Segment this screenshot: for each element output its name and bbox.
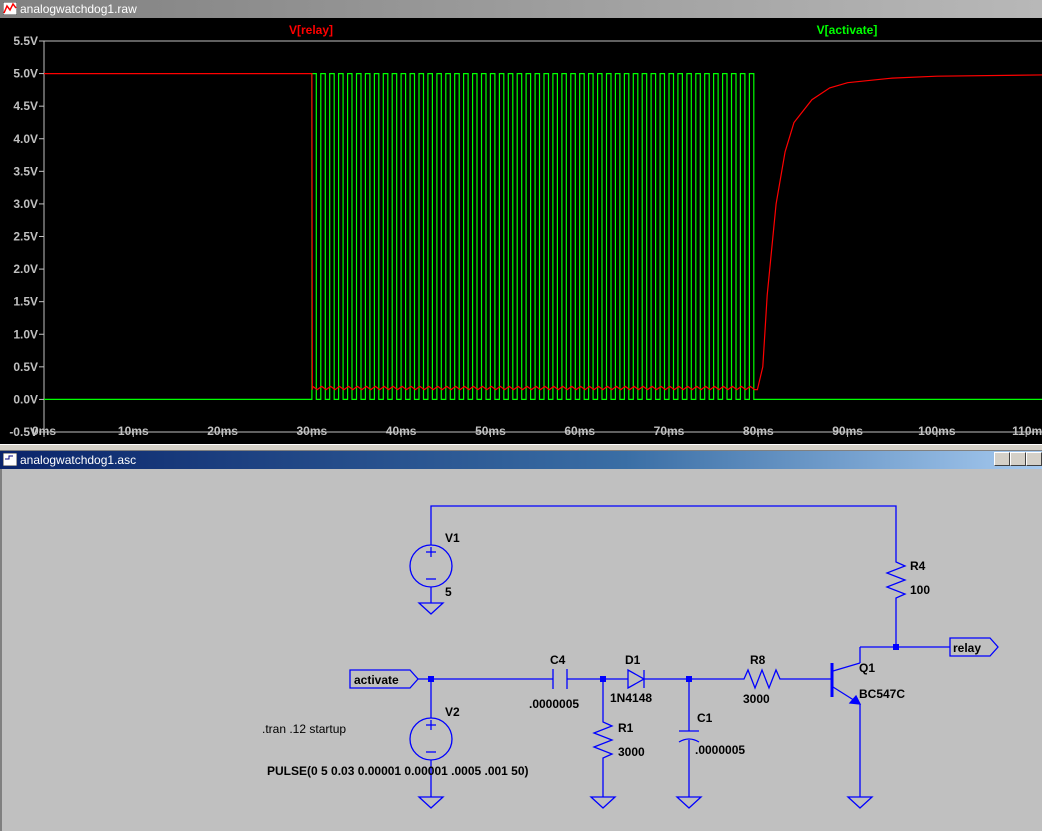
label-v1-value[interactable]: 5 [445, 585, 452, 599]
y-tick-label: 0.5V [13, 360, 38, 374]
label-c4[interactable]: C4 [550, 653, 566, 667]
label-r1[interactable]: R1 [618, 721, 634, 735]
y-tick-label: 2.0V [13, 262, 38, 276]
trace-label-relay[interactable]: V[relay] [289, 23, 333, 37]
schematic-drawing[interactable]: V1 5 R4 100 relay activate C4 .0000005 D… [0, 469, 1042, 831]
label-v1[interactable]: V1 [445, 531, 460, 545]
minimize-button[interactable] [994, 452, 1010, 466]
y-axis-ticks: 5.5V 5.0V 4.5V 4.0V 3.5V 3.0V 2.5V 2.0V 1.5V 1.0V… [9, 34, 44, 439]
traces [44, 72, 1042, 400]
x-tick-label: 90ms [832, 424, 863, 438]
x-tick-label: 60ms [564, 424, 595, 438]
x-tick-label: 50ms [475, 424, 506, 438]
label-r1-value[interactable]: 3000 [618, 745, 645, 759]
label-activate[interactable]: activate [354, 673, 399, 687]
waveform-icon [3, 2, 17, 15]
r8-resistor [740, 668, 832, 690]
y-tick-label: 5.5V [13, 34, 38, 48]
y-tick-label: -0.5V [9, 425, 38, 439]
label-q1[interactable]: Q1 [859, 661, 875, 675]
x-tick-label: 40ms [386, 424, 417, 438]
y-tick-label: 4.0V [13, 132, 38, 146]
label-c4-value[interactable]: .0000005 [529, 697, 579, 711]
d1-diode [627, 668, 646, 690]
wire-top-rail [430, 505, 897, 558]
label-r8[interactable]: R8 [750, 653, 766, 667]
schematic-icon [3, 453, 17, 466]
plot-frame [43, 40, 1042, 433]
r1-ground [589, 796, 617, 809]
r1-resistor [592, 718, 614, 797]
label-r4[interactable]: R4 [910, 559, 926, 573]
c1-plate-bottom [678, 738, 700, 743]
y-tick-label: 5.0V [13, 67, 38, 81]
x-tick-label: 30ms [297, 424, 328, 438]
waveform-window-titlebar[interactable]: analogwatchdog1.raw [0, 0, 1042, 18]
trace-activate [44, 72, 1042, 400]
label-r8-value[interactable]: 3000 [743, 692, 770, 706]
y-tick-label: 0.0V [13, 392, 38, 406]
directive-tran[interactable]: .tran .12 startup [262, 722, 346, 736]
schematic-canvas[interactable]: V1 5 R4 100 relay activate C4 .0000005 D… [0, 469, 1042, 831]
y-tick-label: 2.5V [13, 230, 38, 244]
x-tick-label: 10ms [118, 424, 149, 438]
junction-dot [686, 676, 692, 682]
x-tick-label: 70ms [654, 424, 685, 438]
waveform-plot[interactable]: 5.5V 5.0V 4.5V 4.0V 3.5V 3.0V 2.5V 2.0V 1.5V 1.0V… [0, 18, 1042, 444]
label-c1-value[interactable]: .0000005 [695, 743, 745, 757]
y-tick-label: 1.0V [13, 327, 38, 341]
y-tick-label: 4.5V [13, 99, 38, 113]
label-relay[interactable]: relay [953, 641, 981, 655]
r4-resistor [885, 558, 907, 603]
trace-relay [44, 72, 1042, 391]
x-tick-label: 100ms [918, 424, 956, 438]
label-c1[interactable]: C1 [697, 711, 713, 725]
v2-ground [417, 796, 445, 809]
schematic-window-title: analogwatchdog1.asc [20, 453, 137, 467]
label-d1[interactable]: D1 [625, 653, 641, 667]
junction-dot [893, 644, 899, 650]
schematic-window-titlebar[interactable]: analogwatchdog1.asc [0, 451, 1042, 469]
close-button[interactable] [1026, 452, 1042, 466]
x-tick-label: 80ms [743, 424, 774, 438]
maximize-button[interactable] [1010, 452, 1026, 466]
y-tick-label: 1.5V [13, 295, 38, 309]
q1-emitter-arrow [848, 694, 862, 705]
label-v2[interactable]: V2 [445, 705, 460, 719]
window-splitter[interactable] [0, 444, 1042, 451]
label-d1-value[interactable]: 1N4148 [610, 691, 652, 705]
q1-ground [846, 796, 874, 809]
c1-ground [675, 796, 703, 809]
label-v2-pulse[interactable]: PULSE(0 5 0.03 0.00001 0.00001 .0005 .00… [267, 764, 529, 778]
relay-net-flag-shape [949, 637, 999, 657]
trace-label-activate[interactable]: V[activate] [817, 23, 878, 37]
activate-net-flag-shape [349, 669, 419, 689]
x-tick-label: 110m [1012, 424, 1042, 438]
x-tick-label: 20ms [207, 424, 238, 438]
y-tick-label: 3.5V [13, 164, 38, 178]
waveform-plot-pane[interactable]: 5.5V 5.0V 4.5V 4.0V 3.5V 3.0V 2.5V 2.0V 1.5V 1.0V… [0, 18, 1042, 444]
waveform-window-title: analogwatchdog1.raw [20, 2, 137, 16]
y-tick-label: 3.0V [13, 197, 38, 211]
junction-dot [428, 676, 434, 682]
label-r4-value[interactable]: 100 [910, 583, 930, 597]
label-q1-value[interactable]: BC547C [859, 687, 905, 701]
v1-ground [417, 602, 445, 615]
junction-dot [600, 676, 606, 682]
